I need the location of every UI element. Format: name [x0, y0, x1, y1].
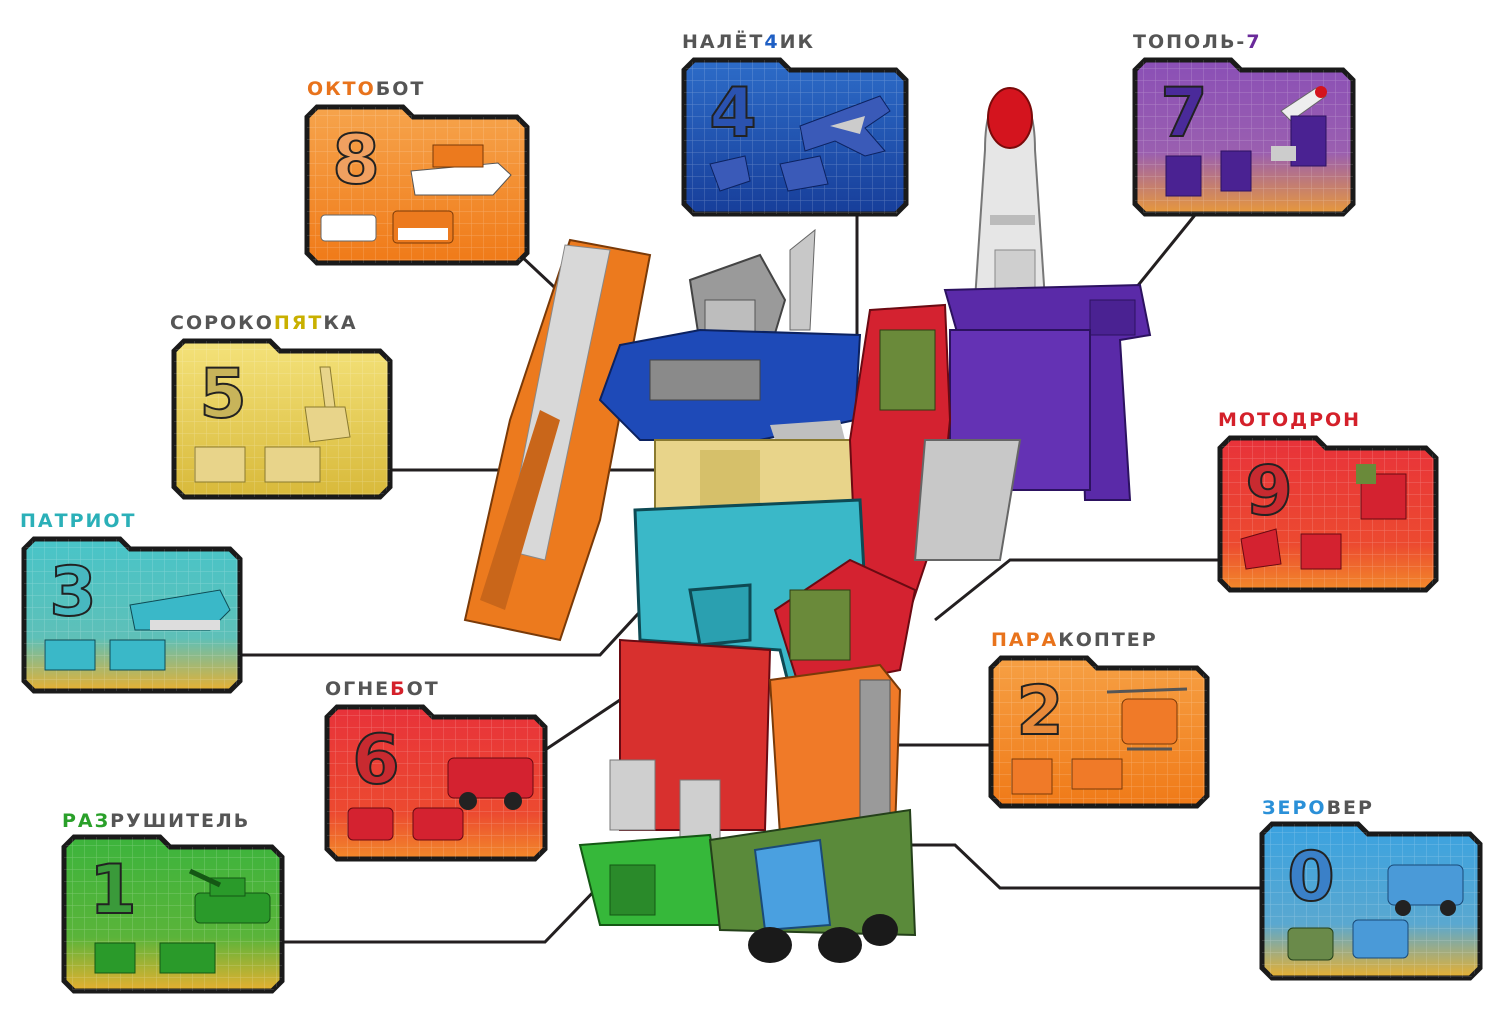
title-rest: КА — [323, 312, 358, 334]
title-rest: ОТ — [406, 678, 440, 700]
title-naletchik: НАЛЁТ4ИК — [682, 31, 815, 53]
card-motodron: 9 — [1216, 434, 1440, 594]
title-accent: ЗЕРО — [1262, 797, 1327, 819]
firetruck-icon — [447, 757, 534, 810]
digit-7: 7 — [1159, 73, 1208, 154]
title-rest: ИК — [779, 31, 815, 53]
leader-motodron — [934, 558, 1220, 622]
jet-part-icon — [779, 155, 829, 192]
cannon-part-icon — [264, 446, 321, 483]
robot-head — [688, 228, 816, 352]
title-zerover: ЗЕРОВЕР — [1262, 797, 1374, 819]
title-accent: МОТОДРОН — [1218, 409, 1362, 431]
truck-part-icon — [412, 807, 464, 841]
title-topol7: ТОПОЛЬ-7 — [1133, 31, 1262, 53]
tank-part-icon — [94, 942, 136, 974]
drone-part-icon — [1300, 533, 1342, 570]
title-accent: РАЗ — [62, 810, 111, 832]
red-forearm — [773, 558, 917, 692]
title-rest: БОТ — [375, 78, 426, 100]
card-paracopter: 2 — [987, 654, 1211, 810]
hovercraft-icon — [129, 589, 231, 631]
jet-part-icon — [709, 155, 751, 192]
digit-3: 3 — [48, 552, 97, 633]
title-ognebot: ОГНЕБОТ — [325, 678, 440, 700]
card-ognebot: 6 — [323, 703, 549, 863]
leader-razrushitel — [283, 883, 602, 944]
card-patriot: 3 — [20, 535, 244, 695]
digit-2: 2 — [1015, 671, 1064, 752]
digit-9: 9 — [1244, 451, 1293, 532]
rover-part-icon — [1287, 927, 1334, 961]
blue-shoulders — [598, 328, 862, 441]
drone-part-icon — [1240, 528, 1282, 570]
leader-zerover — [895, 843, 1260, 890]
digit-0: 0 — [1286, 837, 1335, 918]
cannon-icon — [304, 366, 351, 443]
drone-icon — [1356, 464, 1407, 520]
boat-part-icon — [320, 214, 377, 242]
title-razrushitel: РАЗРУШИТЕЛЬ — [62, 810, 250, 832]
title-oktobot: ОКТОБОТ — [307, 78, 425, 100]
heli-part-icon — [1011, 758, 1053, 795]
title-accent: ОКТО — [307, 78, 376, 100]
title-accent: ПАРА — [991, 629, 1059, 651]
card-sorokopyatka: 5 — [170, 337, 394, 501]
title-accent: ПАТРИОТ — [20, 510, 137, 532]
card-razrushitel: 1 — [60, 833, 286, 995]
cannon-part-icon — [194, 446, 246, 483]
tank-icon — [188, 868, 271, 924]
robot-part-icon — [1165, 150, 1252, 197]
helicopter-icon — [1106, 687, 1188, 751]
tank-part-icon — [159, 942, 216, 974]
title-accent: 4 — [764, 31, 780, 53]
jet-icon — [799, 95, 891, 157]
boat-icon — [410, 144, 512, 196]
card-zerover: 0 — [1258, 820, 1484, 982]
title-paracopter: ПАРАКОПТЕР — [991, 629, 1158, 651]
title-pre: НАЛЁТ — [682, 31, 765, 53]
digit-8: 8 — [331, 120, 380, 201]
digit-4: 4 — [708, 73, 757, 154]
card-naletchik: 4 — [680, 56, 910, 218]
purple-arm — [943, 283, 1152, 501]
rover-part-icon — [1352, 919, 1409, 959]
hover-part-icon — [109, 639, 166, 671]
card-oktobot: 8 — [303, 103, 531, 267]
digit-5: 5 — [198, 354, 247, 435]
title-pre: ОГНЕ — [325, 678, 391, 700]
title-accent: Б — [390, 678, 407, 700]
title-motodron: МОТОДРОН — [1218, 409, 1361, 431]
card-topol7: 7 — [1131, 56, 1357, 218]
title-sorokopyatka: СОРОКОПЯТКА — [170, 312, 358, 334]
boat-part-icon — [392, 210, 454, 244]
digit-6: 6 — [351, 720, 400, 801]
title-rest: РУШИТЕЛЬ — [110, 810, 251, 832]
hover-part-icon — [44, 639, 96, 671]
title-rest: ТОПОЛЬ- — [1133, 31, 1247, 53]
red-legs — [609, 638, 772, 841]
missile-icon — [1280, 86, 1327, 122]
missile-icon — [973, 87, 1047, 301]
title-rest: ВЕР — [1326, 797, 1374, 819]
title-accent: ПЯТ — [273, 312, 324, 334]
orange-arm — [463, 238, 652, 642]
robot-feet — [578, 808, 917, 963]
heli-part-icon — [1071, 758, 1123, 790]
title-patriot: ПАТРИОТ — [20, 510, 137, 532]
title-rest: КОПТЕР — [1058, 629, 1158, 651]
robot-part-icon — [1271, 115, 1327, 167]
title-accent: 7 — [1246, 31, 1262, 53]
digit-1: 1 — [88, 850, 137, 931]
title-pre: СОРОКО — [170, 312, 274, 334]
truck-part-icon — [347, 807, 394, 841]
orange-leg — [768, 663, 902, 837]
rover-icon — [1387, 864, 1464, 916]
